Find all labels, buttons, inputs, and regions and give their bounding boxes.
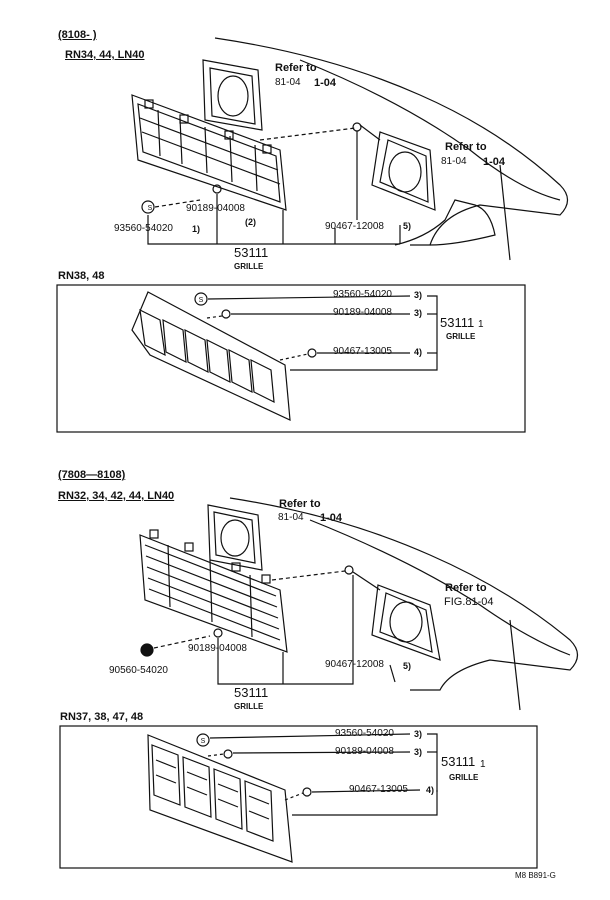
clip-icon-box1 — [307, 348, 317, 358]
headlamp-frame-right-2 — [371, 584, 441, 661]
clip-icon-box2 — [302, 787, 312, 797]
refer-label-3: Refer to — [279, 498, 321, 510]
note-3b-box1: 3) — [414, 308, 423, 318]
note-5-top: 5) — [403, 221, 412, 231]
nut-icon-bottom — [213, 628, 223, 638]
grille-no-box2: 53111 — [441, 754, 476, 769]
models-bottom: RN32, 34, 42, 44, LN40 — [58, 490, 175, 502]
note-3b-box2: 3) — [414, 747, 423, 757]
refer-page-2: 1-04 — [483, 156, 506, 168]
grille-sub-box1: 1 — [478, 319, 484, 330]
headlamp-frame-left-2 — [207, 504, 263, 571]
screw-icon-bottom — [140, 643, 154, 657]
note-4-box1: 4) — [414, 347, 423, 357]
part-clip-box2: 90467-13005 — [349, 784, 408, 795]
models-top: RN34, 44, LN40 — [65, 49, 145, 61]
refer-code-2: 81-04 — [441, 156, 467, 167]
refer-code-3: 81-04 — [278, 512, 304, 523]
note-5-bottom: 5) — [403, 661, 412, 671]
box-rn37-38-47-48 — [59, 725, 538, 869]
grille-top — [131, 94, 287, 211]
grille-box2 — [147, 734, 293, 863]
nut-icon — [212, 184, 222, 194]
screw-mark: S — [148, 205, 153, 212]
clip-icon-bottom — [344, 565, 354, 575]
refer-code-4: FIG.81-04 — [444, 596, 494, 608]
part-nut-top: 90189-04008 — [186, 203, 245, 214]
models-box1: RN38, 48 — [58, 270, 105, 282]
headlamp-frame-left — [202, 59, 263, 131]
box-rn38-48 — [56, 284, 526, 433]
grille-sub-box2: 1 — [480, 759, 486, 770]
grille-label-box2: GRILLE — [449, 773, 479, 782]
part-nut-bottom: 90189-04008 — [188, 643, 247, 654]
screw-mark-box2: S — [201, 738, 206, 745]
note-1-top: 1) — [192, 224, 201, 234]
note-4-box2: 4) — [426, 785, 435, 795]
part-screw-top: 93560-54020 — [114, 223, 173, 234]
grille-bottom — [139, 529, 288, 653]
refer-label-2: Refer to — [445, 141, 487, 153]
grille-label-box1: GRILLE — [446, 332, 476, 341]
date-range-bottom: (7808—8108) — [58, 469, 126, 481]
part-clip-box1: 90467-13005 — [333, 346, 392, 357]
nut-icon-box2 — [223, 749, 233, 759]
screw-icon-box1 — [194, 292, 208, 306]
part-nut-box1: 90189-04008 — [333, 307, 392, 318]
refer-page-3: 1-04 — [320, 512, 343, 524]
part-clip-top: 90467-12008 — [325, 221, 384, 232]
screw-icon-box2 — [196, 733, 210, 747]
refer-code-1: 81-04 — [275, 77, 301, 88]
part-clip-bottom: 90467-12008 — [325, 659, 384, 670]
headlamp-frame-right — [371, 131, 436, 211]
note-2-top: (2) — [245, 217, 256, 227]
refer-label-1: Refer to — [275, 62, 317, 74]
grille-no-box1: 53111 — [440, 315, 475, 330]
screw-mark-box1: S — [199, 297, 204, 304]
footer-code: M8 B891-G — [515, 871, 556, 880]
note-3a-box2: 3) — [414, 729, 423, 739]
grille-no-bottom: 53111 — [234, 685, 269, 700]
refer-page-1: 1-04 — [314, 77, 337, 89]
clip-icon — [352, 122, 362, 132]
car-body-outline-2 — [229, 497, 579, 691]
screw-icon — [141, 200, 155, 214]
grille-label-bottom: GRILLE — [234, 702, 264, 711]
grille-box1 — [131, 291, 291, 421]
grille-label-top: GRILLE — [234, 262, 264, 271]
car-body-outline — [214, 37, 569, 246]
part-nut-box2: 90189-04008 — [335, 746, 394, 757]
date-range-top: (8108- ) — [58, 29, 97, 41]
note-3a-box1: 3) — [414, 290, 423, 300]
models-box2: RN37, 38, 47, 48 — [60, 711, 144, 723]
part-screw-box2: 93560-54020 — [335, 728, 394, 739]
nut-icon-box1 — [221, 309, 231, 319]
part-screw-box1: 93560-54020 — [333, 289, 392, 300]
refer-label-4: Refer to — [445, 582, 487, 594]
part-screw-bottom: 90560-54020 — [109, 665, 168, 676]
grille-no-top: 53111 — [234, 245, 269, 260]
